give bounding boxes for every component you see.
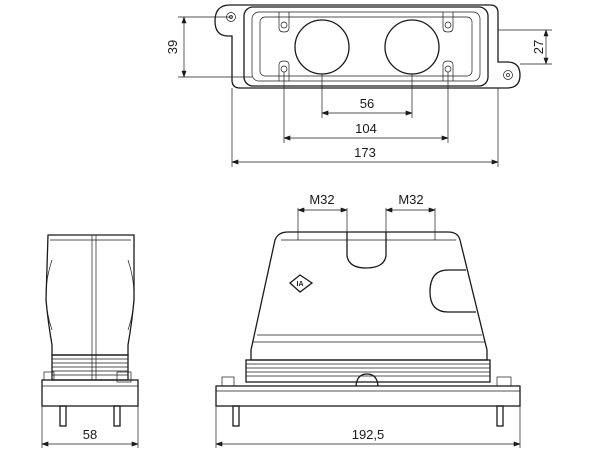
cable-entry-left <box>294 19 350 75</box>
dim-173-label: 173 <box>354 145 376 160</box>
dim-58-label: 58 <box>83 427 97 442</box>
side-view-base <box>41 379 139 407</box>
front-view-base <box>215 385 521 407</box>
front-view-bottom-notch <box>355 373 379 387</box>
svg-text:IA: IA <box>297 281 304 288</box>
flange-hole-right <box>503 70 513 80</box>
flange-hole-right-center <box>506 73 510 77</box>
dim-192-5-label: 192,5 <box>352 427 385 442</box>
front-stud-left <box>232 405 240 427</box>
front-view-ribs <box>245 359 491 383</box>
top-view-inner-wall <box>251 11 481 82</box>
side-stud-right <box>113 405 121 427</box>
side-view-hood <box>45 234 135 356</box>
dim-104: 104 <box>283 72 449 143</box>
screw-bosses <box>278 12 454 81</box>
top-view-cavity <box>259 16 473 77</box>
side-view-ribs <box>51 354 129 381</box>
dim-173: 173 <box>231 88 499 167</box>
top-view: 39 27 56 104 173 <box>165 4 552 167</box>
dim-27: 27 <box>498 29 552 65</box>
dim-58: 58 <box>41 406 139 448</box>
dim-39-label: 39 <box>165 40 180 54</box>
side-stud-left <box>59 405 67 427</box>
dim-56: 56 <box>321 74 413 118</box>
dim-m32-right-label: M32 <box>398 192 423 207</box>
front-view-top-notch <box>346 232 387 269</box>
front-view-hood <box>250 231 488 361</box>
dim-104-label: 104 <box>355 121 377 136</box>
certification-logo-icon: IA <box>288 274 314 293</box>
dim-39: 39 <box>165 16 252 78</box>
dim-m32-left: M32 <box>297 192 348 240</box>
dim-m32-left-label: M32 <box>309 192 334 207</box>
front-view-side-gland <box>429 269 476 313</box>
dim-27-label: 27 <box>531 40 546 54</box>
top-view-housing-wall <box>243 6 489 87</box>
cable-entry-right <box>384 19 440 75</box>
side-view: 58 <box>41 234 139 448</box>
top-view-flange-outline <box>214 4 521 89</box>
dim-56-label: 56 <box>360 96 374 111</box>
front-stud-right <box>496 405 504 427</box>
dim-m32-right: M32 <box>385 192 436 240</box>
dim-192-5: 192,5 <box>215 406 521 448</box>
front-view: IA M32 M3 <box>215 192 521 448</box>
